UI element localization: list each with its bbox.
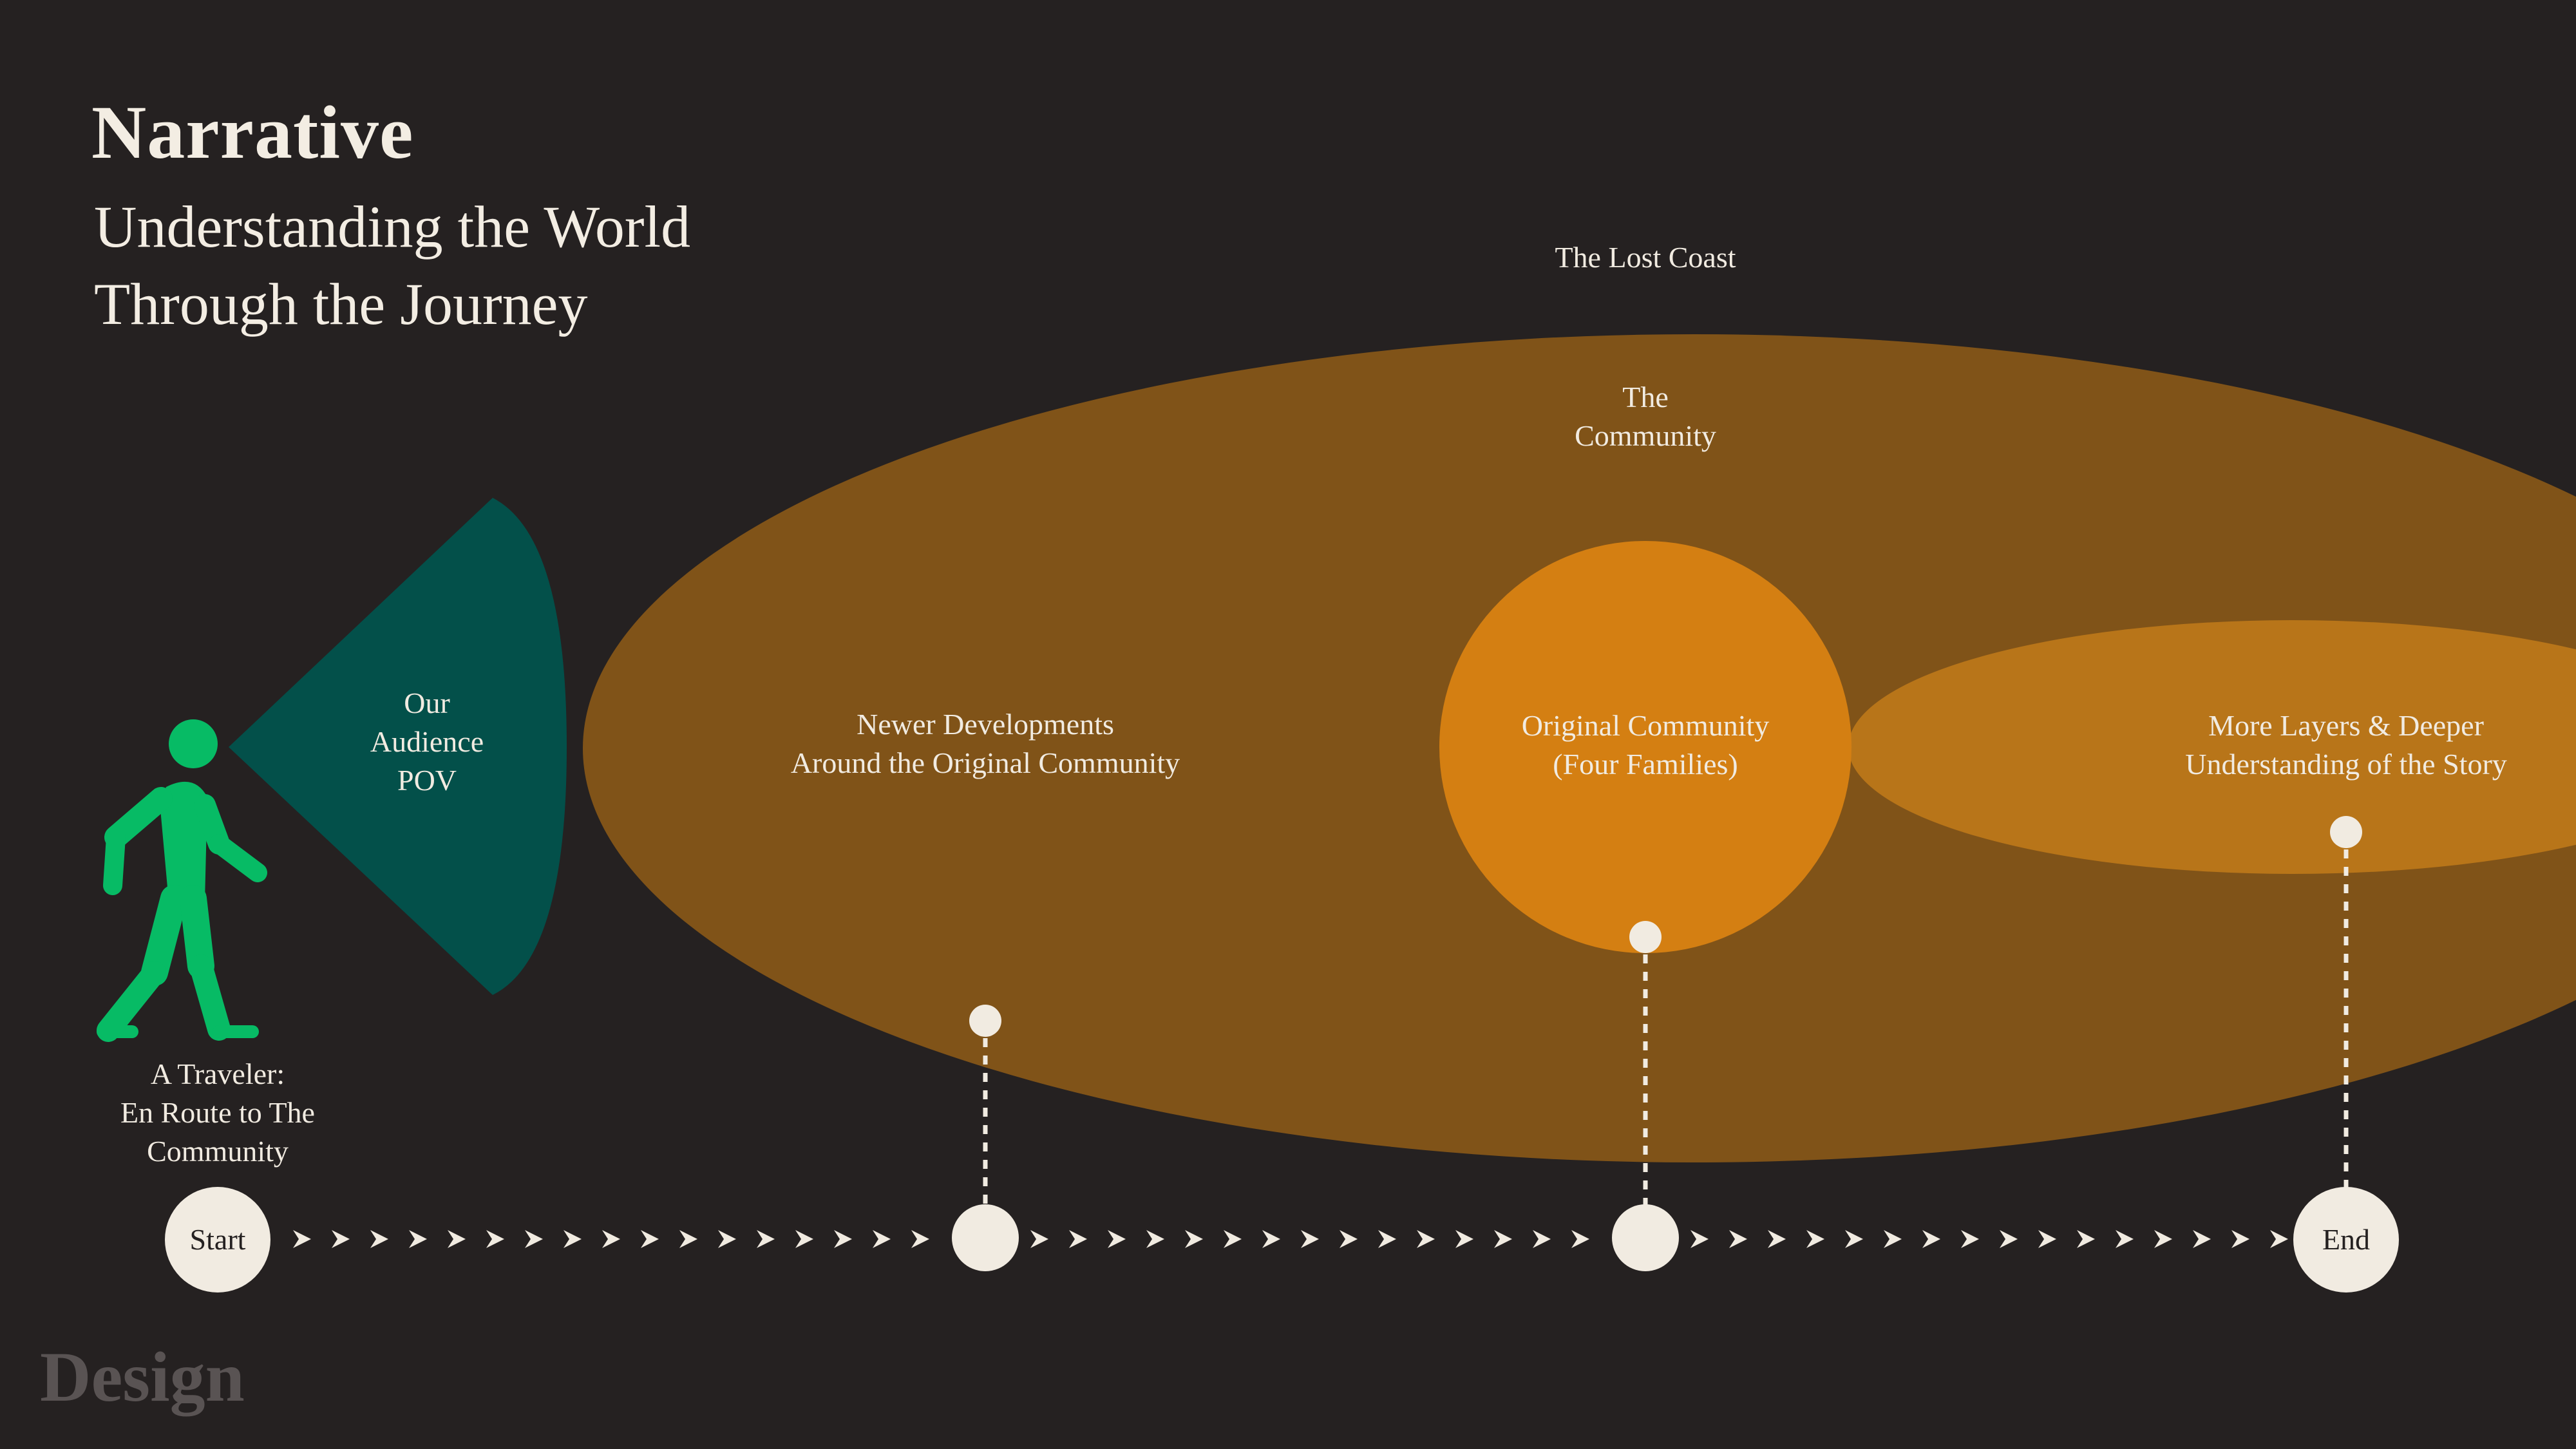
deeper-layers-ellipse — [1848, 620, 2576, 874]
arrow-chevron — [370, 1230, 388, 1248]
arrow-chevron — [1030, 1230, 1048, 1248]
arrow-chevron — [1922, 1230, 1940, 1248]
end-node[interactable] — [2293, 1187, 2399, 1293]
community-label-line1: The — [1622, 381, 1669, 413]
arrow-chevron — [2038, 1230, 2056, 1248]
end-label: End — [2322, 1223, 2370, 1256]
arrow-chevron — [293, 1230, 311, 1248]
arrow-chevron — [1224, 1230, 1242, 1248]
traveler-icon — [97, 719, 267, 1042]
arrow-chevron — [1571, 1230, 1589, 1248]
arrow-chevron — [2231, 1230, 2249, 1248]
marker-dot-newer — [969, 1005, 1001, 1037]
arrow-chevron — [1455, 1230, 1473, 1248]
subtitle-line1: Understanding the World — [94, 194, 691, 260]
newer-developments-line1: Newer Developments — [857, 708, 1114, 741]
node-original[interactable] — [1612, 1204, 1679, 1271]
arrow-chevron — [795, 1230, 813, 1248]
page-title: Narrative — [91, 90, 414, 175]
start-node[interactable] — [165, 1187, 270, 1293]
arrow-chevron — [1069, 1230, 1087, 1248]
arrow-chevron — [1301, 1230, 1319, 1248]
community-label-line2: Community — [1575, 419, 1716, 452]
timeline-arrows — [293, 1230, 2288, 1248]
traveler-line3: Community — [147, 1135, 289, 1168]
arrow-chevron — [1690, 1230, 1709, 1248]
marker-dot-original — [1629, 921, 1662, 953]
page-subtitle: Understanding the World Through the Jour… — [94, 188, 931, 343]
arrow-chevron — [641, 1230, 659, 1248]
arrow-chevron — [1494, 1230, 1512, 1248]
arrow-chevron — [1729, 1230, 1747, 1248]
arrow-chevron — [679, 1230, 697, 1248]
audience-line1: Our — [404, 687, 450, 719]
deeper-layers-line2: Understanding of the Story — [2185, 748, 2507, 781]
arrow-chevron — [1146, 1230, 1164, 1248]
arrow-chevron — [1378, 1230, 1396, 1248]
deeper-layers-line1: More Layers & Deeper — [2208, 709, 2484, 742]
arrow-chevron — [602, 1230, 620, 1248]
start-label: Start — [190, 1223, 246, 1256]
subtitle-line2: Through the Journey — [94, 271, 588, 337]
arrow-chevron — [873, 1230, 891, 1248]
arrow-chevron — [757, 1230, 775, 1248]
arrow-chevron — [1806, 1230, 1824, 1248]
arrow-chevron — [2077, 1230, 2095, 1248]
arrow-chevron — [1884, 1230, 1902, 1248]
arrow-chevron — [2270, 1230, 2288, 1248]
arrow-chevron — [564, 1230, 582, 1248]
arrow-chevron — [911, 1230, 929, 1248]
traveler-line1: A Traveler: — [151, 1057, 285, 1090]
arrow-chevron — [834, 1230, 852, 1248]
arrow-chevron — [2193, 1230, 2211, 1248]
audience-line3: POV — [397, 764, 457, 797]
arrow-chevron — [1961, 1230, 1979, 1248]
arrow-chevron — [332, 1230, 350, 1248]
arrow-chevron — [2116, 1230, 2134, 1248]
arrow-chevron — [1108, 1230, 1126, 1248]
original-community-line1: Original Community — [1522, 709, 1770, 742]
traveler-line2: En Route to The — [120, 1096, 315, 1129]
arrow-chevron — [1845, 1230, 1863, 1248]
original-community-line2: (Four Families) — [1553, 748, 1738, 781]
audience-line2: Audience — [370, 725, 484, 758]
arrow-chevron — [1340, 1230, 1358, 1248]
arrow-chevron — [2154, 1230, 2172, 1248]
arrow-chevron — [1185, 1230, 1203, 1248]
marker-dot-layers — [2330, 816, 2362, 848]
arrow-chevron — [1768, 1230, 1786, 1248]
original-community-circle — [1439, 541, 1852, 953]
arrow-chevron — [525, 1230, 543, 1248]
arrow-chevron — [1533, 1230, 1551, 1248]
newer-developments-line2: Around the Original Community — [791, 746, 1180, 779]
lost-coast-label: The Lost Coast — [1555, 241, 1736, 274]
node-newer[interactable] — [952, 1204, 1019, 1271]
arrow-chevron — [1262, 1230, 1280, 1248]
arrow-chevron — [2000, 1230, 2018, 1248]
arrow-chevron — [718, 1230, 736, 1248]
brand-wordmark: Design — [40, 1338, 245, 1416]
audience-pov-cone — [229, 498, 567, 995]
arrow-chevron — [409, 1230, 427, 1248]
arrow-chevron — [486, 1230, 504, 1248]
arrow-chevron — [448, 1230, 466, 1248]
arrow-chevron — [1417, 1230, 1435, 1248]
